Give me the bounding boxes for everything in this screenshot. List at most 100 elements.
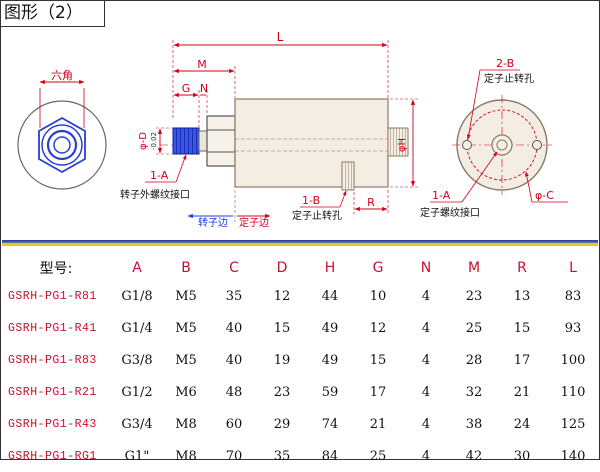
dim-L: L xyxy=(277,30,284,44)
table-row: GSRH-PG1-R41 G1/4 M5 40 15 49 12 4 25 15… xyxy=(0,312,600,344)
stator-body xyxy=(234,98,389,188)
stator-thread xyxy=(387,127,409,157)
label-1A-stator: 1-A xyxy=(432,189,451,202)
cell-G: 10 xyxy=(369,288,387,304)
cell-D: 35 xyxy=(273,448,291,464)
side-view: L M G N φ-D -0.02 φH 1-A 转子外螺纹接口 转子边 定子 xyxy=(120,30,418,229)
cell-M: 32 xyxy=(465,384,483,400)
cell-G: 17 xyxy=(369,384,387,400)
cell-A: G3/8 xyxy=(121,352,153,368)
hex-label: 六角 xyxy=(51,69,73,82)
left-end-view: 六角 xyxy=(17,69,107,190)
header-L: L xyxy=(569,260,577,276)
cell-D: 15 xyxy=(273,320,291,336)
header-model: 型号: xyxy=(39,261,73,277)
table-row: GSRH-PG1-R21 G1/2 M6 48 23 59 17 4 32 21… xyxy=(0,376,600,408)
page-title: 图形（2） xyxy=(0,0,105,27)
cell-model: GSRH-PG1-R43 xyxy=(8,417,97,431)
stator-pin xyxy=(341,161,355,191)
label-stator-pin-right: 定子止转孔 xyxy=(484,72,534,85)
label-stator-pin: 定子止转孔 xyxy=(292,209,342,222)
dim-phi-H: φH xyxy=(397,138,408,152)
header-H: H xyxy=(324,260,336,276)
cell-N: 4 xyxy=(421,416,431,432)
dim-tolerance: -0.02 xyxy=(150,132,158,150)
cell-R: 15 xyxy=(513,320,531,336)
dim-R: R xyxy=(367,196,375,209)
cell-R: 13 xyxy=(513,288,531,304)
table-header-row: 型号: A B C D H G N M R L xyxy=(0,256,600,280)
right-end-view: 2-B 定子止转孔 1-A 定子螺纹接口 φ-C xyxy=(420,57,568,219)
cell-B: M5 xyxy=(175,288,197,304)
label-stator-port: 定子螺纹接口 xyxy=(420,206,480,219)
label-1B: 1-B xyxy=(302,194,320,207)
cell-H: 84 xyxy=(321,448,339,464)
cell-G: 21 xyxy=(369,416,387,432)
cell-B: M8 xyxy=(175,416,197,432)
header-D: D xyxy=(276,260,288,276)
cell-H: 44 xyxy=(321,288,339,304)
cell-H: 49 xyxy=(321,352,339,368)
hex-nut-shape xyxy=(38,116,86,174)
header-N: N xyxy=(420,260,432,276)
technical-drawing: 六角 L M G N xyxy=(17,30,568,229)
cell-M: 25 xyxy=(465,320,483,336)
table-row: GSRH-PG1-RG1 G1" M8 70 35 84 25 4 42 30 … xyxy=(0,440,600,472)
cell-C: 48 xyxy=(225,384,243,400)
cell-C: 40 xyxy=(225,352,243,368)
cell-H: 59 xyxy=(321,384,339,400)
cell-B: M6 xyxy=(175,384,197,400)
header-G: G xyxy=(372,260,384,276)
section-divider xyxy=(2,240,598,246)
cell-N: 4 xyxy=(421,448,431,464)
dim-G: G xyxy=(182,82,191,95)
header-B: B xyxy=(181,260,191,276)
cell-H: 49 xyxy=(321,320,339,336)
cell-B: M8 xyxy=(175,448,197,464)
cell-L: 125 xyxy=(560,416,586,432)
cell-model: GSRH-PG1-R41 xyxy=(8,321,97,335)
cell-N: 4 xyxy=(421,288,431,304)
table-row: GSRH-PG1-R81 G1/8 M5 35 12 44 10 4 23 13… xyxy=(0,280,600,312)
cell-G: 12 xyxy=(369,320,387,336)
cell-D: 23 xyxy=(273,384,291,400)
header-C: C xyxy=(229,260,239,276)
cell-L: 110 xyxy=(560,384,586,400)
dim-M: M xyxy=(197,58,207,71)
label-stator-side: 定子边 xyxy=(239,216,269,229)
cell-model: GSRH-PG1-R21 xyxy=(8,385,97,399)
header-A: A xyxy=(132,260,142,276)
cell-R: 30 xyxy=(513,448,531,464)
spec-table: 型号: A B C D H G N M R L GSRH-PG1-R81 G1/… xyxy=(0,256,600,472)
label-1A-rotor: 1-A xyxy=(150,169,169,182)
cell-N: 4 xyxy=(421,320,431,336)
cell-M: 23 xyxy=(465,288,483,304)
cell-L: 93 xyxy=(564,320,582,336)
cell-A: G1" xyxy=(124,448,150,464)
cell-C: 70 xyxy=(225,448,243,464)
pin-hole-left xyxy=(462,140,472,150)
label-rotor-port: 转子外螺纹接口 xyxy=(120,188,190,201)
cell-D: 12 xyxy=(273,288,291,304)
table-row: GSRH-PG1-R83 G3/8 M5 40 19 49 15 4 28 17… xyxy=(0,344,600,376)
cell-model: GSRH-PG1-RG1 xyxy=(8,449,97,463)
cell-A: G3/4 xyxy=(121,416,153,432)
cell-M: 42 xyxy=(465,448,483,464)
cell-model: GSRH-PG1-R81 xyxy=(8,289,97,303)
dim-phi-D: φ-D xyxy=(138,132,149,150)
cell-L: 83 xyxy=(564,288,582,304)
pin-hole-right xyxy=(532,140,542,150)
cell-D: 19 xyxy=(273,352,291,368)
cell-H: 74 xyxy=(321,416,339,432)
cell-M: 38 xyxy=(465,416,483,432)
header-R: R xyxy=(517,260,527,276)
cell-A: G1/4 xyxy=(121,320,153,336)
label-phi-C: φ-C xyxy=(535,189,554,202)
label-2B: 2-B xyxy=(496,57,514,70)
cell-N: 4 xyxy=(421,384,431,400)
cell-D: 29 xyxy=(273,416,291,432)
cell-L: 100 xyxy=(560,352,586,368)
cell-C: 60 xyxy=(225,416,243,432)
label-rotor-side: 转子边 xyxy=(198,216,228,229)
cell-C: 35 xyxy=(225,288,243,304)
